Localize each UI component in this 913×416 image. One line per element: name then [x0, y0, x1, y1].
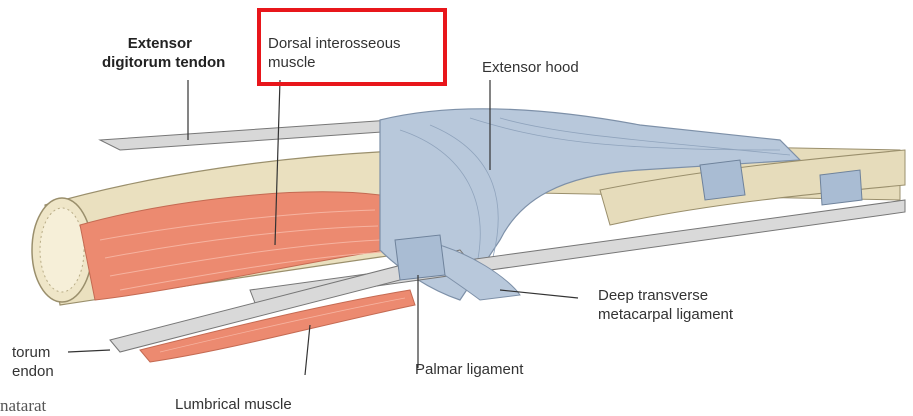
label-line: torum	[12, 343, 54, 362]
label-flexor-tendon-partial: torum endon	[12, 343, 54, 381]
highlight-box	[257, 8, 447, 86]
pulley-band	[820, 170, 862, 205]
label-line: metacarpal ligament	[598, 305, 733, 324]
label-extensor-hood: Extensor hood	[482, 58, 579, 77]
palmar-ligament-shape	[395, 235, 445, 280]
label-palmar-ligament: Palmar ligament	[415, 360, 523, 379]
pulley-band	[700, 160, 745, 200]
label-extensor-digitorum-tendon: Extensor digitorum tendon	[102, 34, 192, 72]
label-line: Deep transverse	[598, 286, 733, 305]
label-deep-transverse-metacarpal-ligament: Deep transverse metacarpal ligament	[598, 286, 733, 324]
label-line: endon	[12, 362, 54, 381]
watermark-text: natarat	[0, 396, 46, 416]
label-lumbrical-muscle: Lumbrical muscle	[175, 395, 292, 414]
label-line: Extensor	[102, 34, 192, 53]
label-line: digitorum tendon	[102, 53, 192, 72]
